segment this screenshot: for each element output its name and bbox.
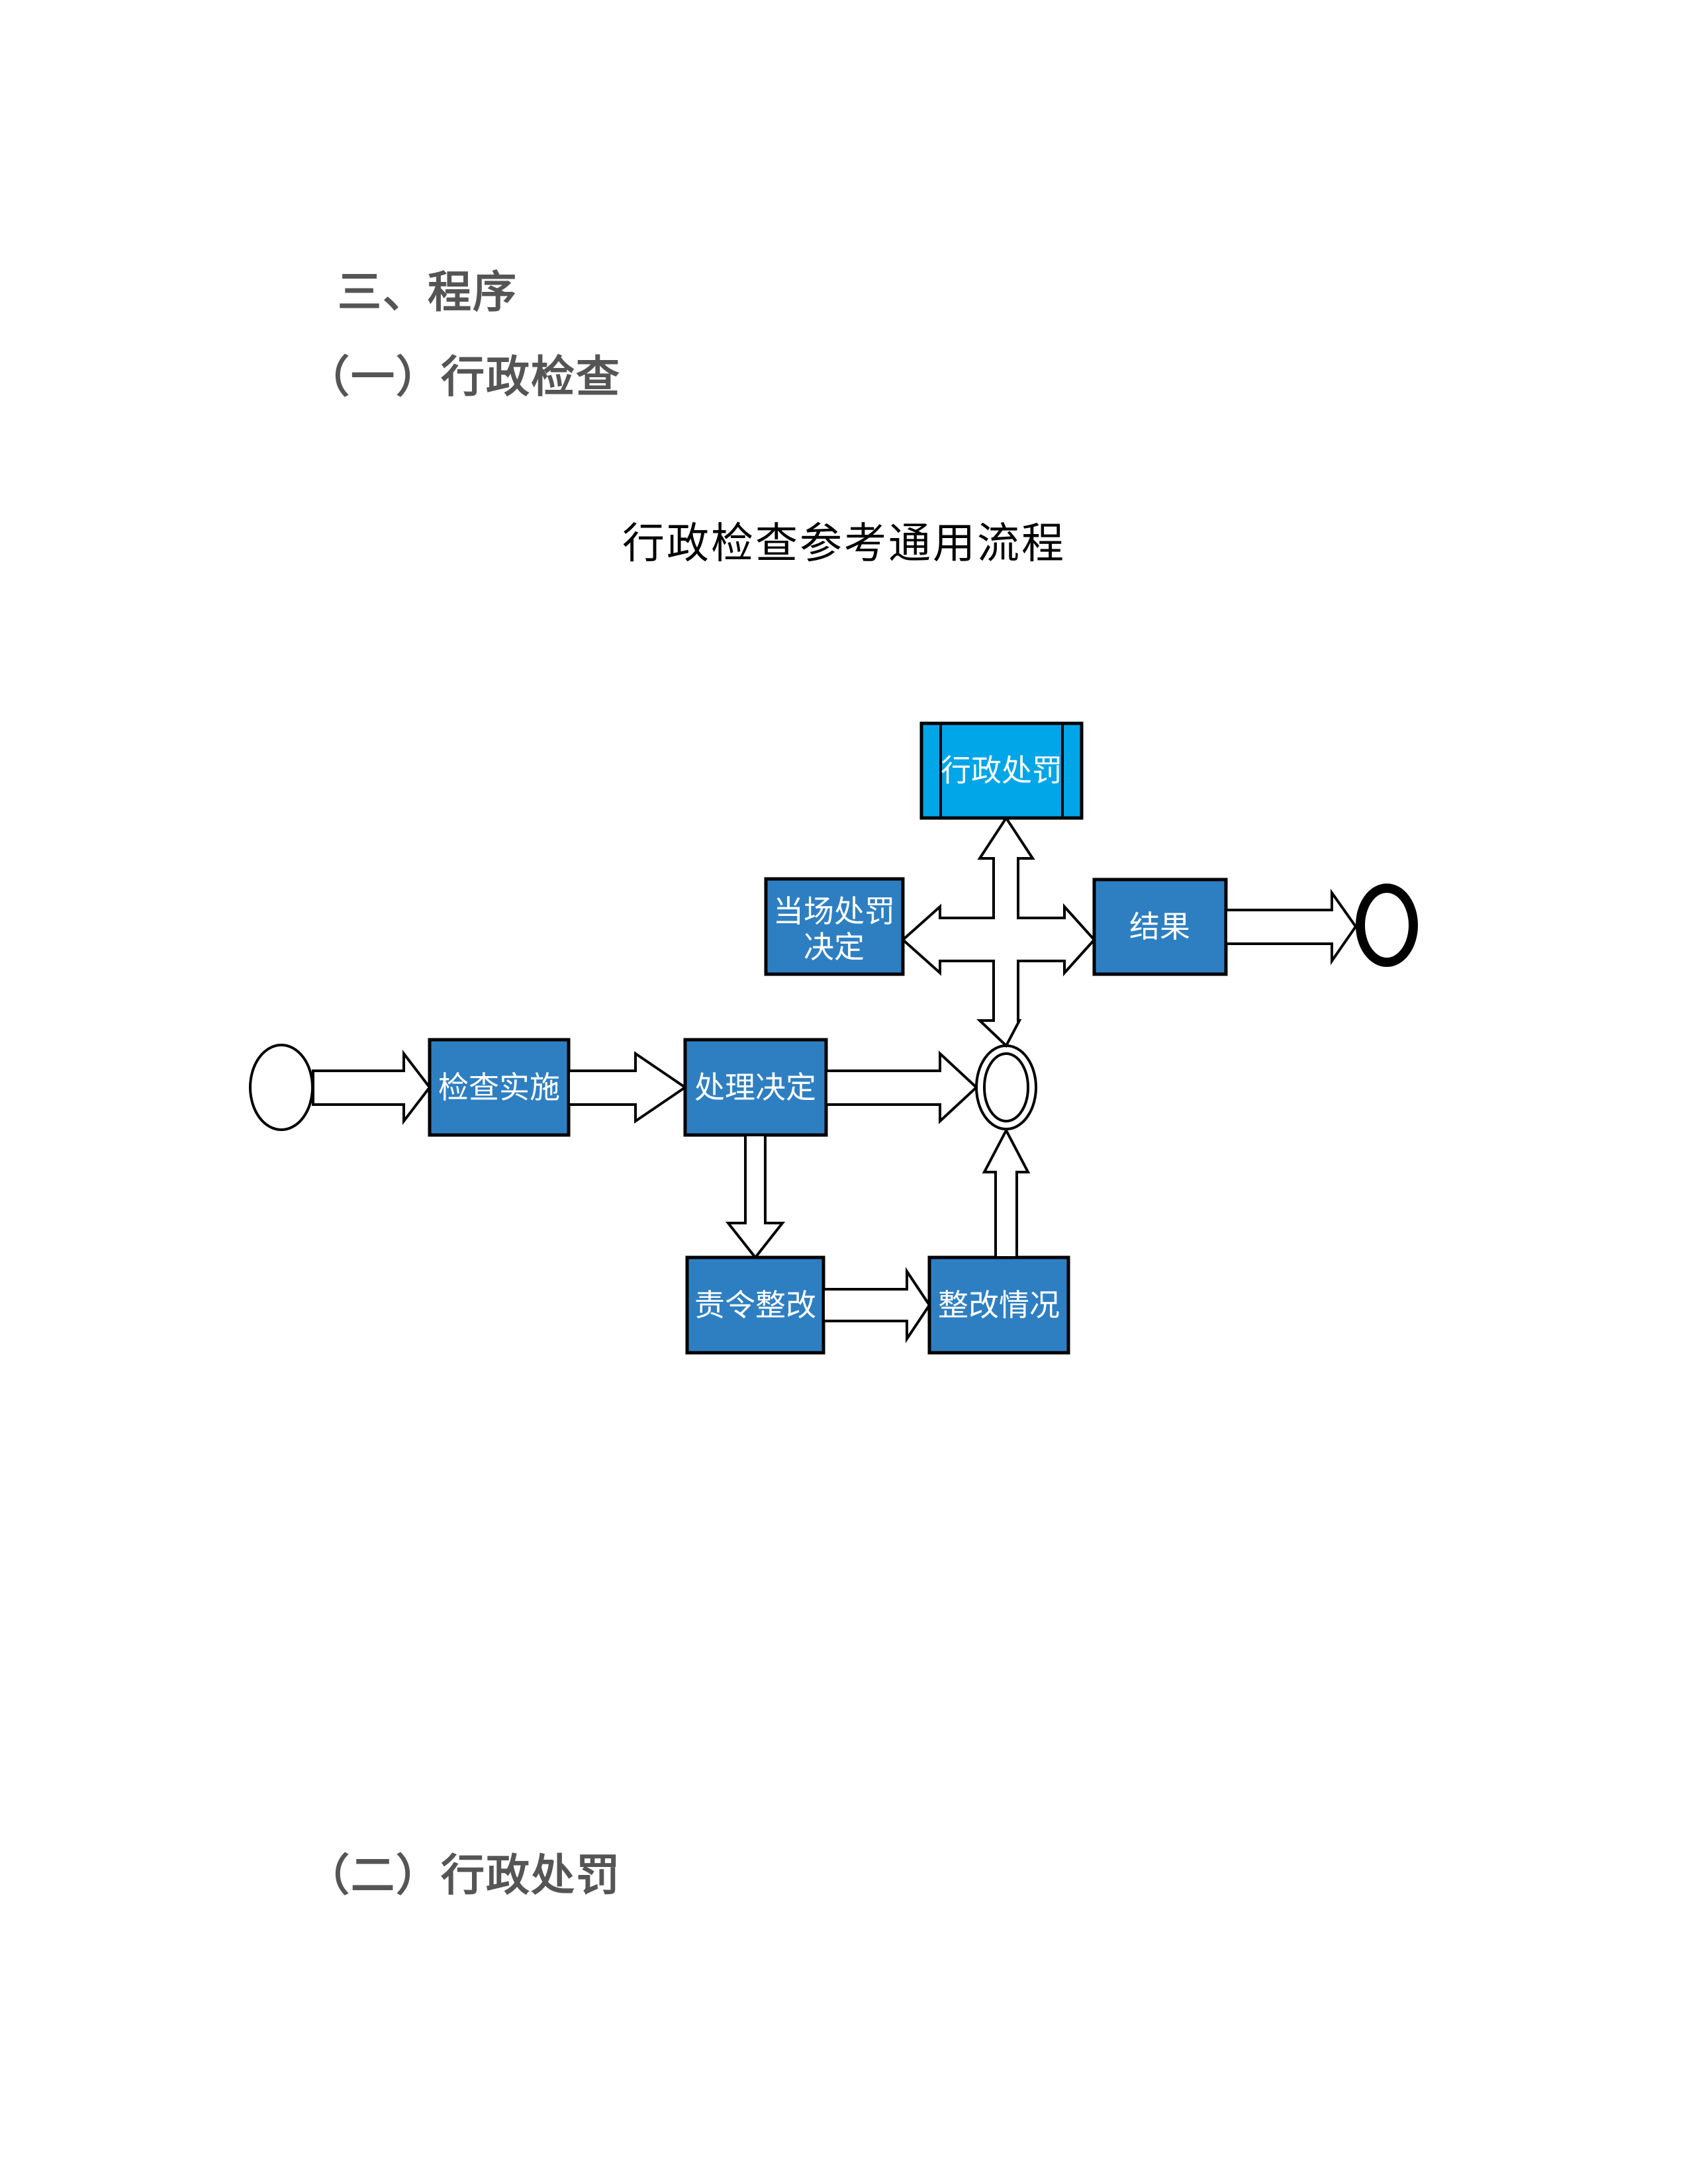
node-decide-label: 处理决定: [694, 1069, 816, 1105]
merge-node-inner: [983, 1052, 1029, 1122]
section-heading: 三、程序: [338, 267, 518, 318]
node-admin-penalty-label: 行政处罚: [941, 752, 1062, 788]
arrow-result-to-end: [1225, 888, 1358, 966]
node-onsite-penalty: [764, 877, 905, 976]
node-rectify-status: [927, 1255, 1070, 1355]
node-onsite-penalty-label-2: 决定: [804, 929, 865, 965]
arrow-rectify-status-to-merge: [982, 1127, 1031, 1259]
arrow-start-to-inspect: [312, 1050, 432, 1125]
cross-arrow-four-way: [900, 815, 1096, 1048]
end-node: [1356, 884, 1418, 967]
arrow-inspect-to-decide: [567, 1051, 688, 1124]
node-result: [1092, 878, 1228, 976]
node-onsite-penalty-label-1: 当场处罚: [773, 893, 895, 929]
node-admin-penalty: [919, 721, 1084, 820]
node-rectify-order-label: 责令整改: [694, 1287, 816, 1323]
diagram-title: 行政检查参考通用流程: [622, 520, 1066, 569]
arrow-decide-to-rectify-order: [725, 1134, 786, 1260]
arrow-decide-to-merge: [825, 1050, 978, 1124]
subsection-heading-penalty: （二）行政处罚: [306, 1850, 621, 1901]
subsection-heading-inspection: （一）行政检查: [306, 351, 621, 402]
arrow-rectify-order-to-status: [822, 1267, 931, 1343]
start-node: [249, 1044, 314, 1131]
node-inspect: [428, 1038, 571, 1137]
node-rectify-status-label: 整改情况: [938, 1287, 1060, 1323]
node-result-label: 结果: [1129, 909, 1190, 944]
node-rectify-order: [685, 1255, 825, 1355]
node-inspect-label: 检查实施: [438, 1069, 560, 1105]
node-decide: [683, 1038, 828, 1137]
